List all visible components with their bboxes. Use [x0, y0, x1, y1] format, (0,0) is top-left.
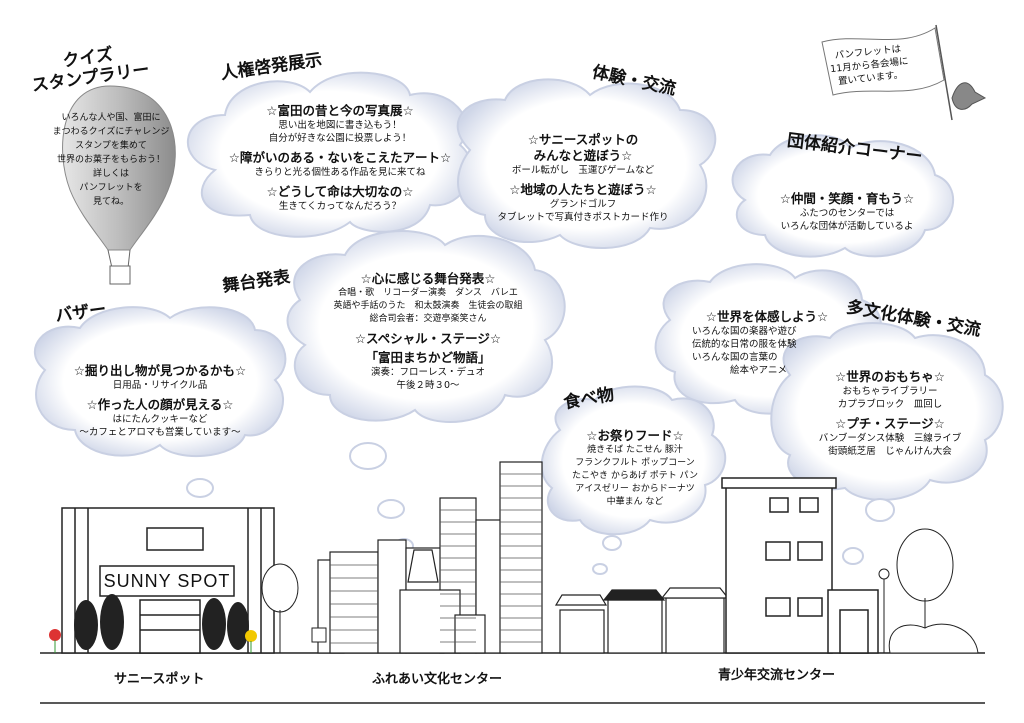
flag-note: パンフレットは 11月から各会場に 置いています。 [829, 43, 909, 88]
bazaar-detail-2: はにたんクッキーなど ～カフェとアロマも営業しています～ [79, 414, 241, 438]
butai-content: ☆心に感じる舞台発表☆ 合唱・歌 リコーダー演奏 ダンス バレエ 英語や手話のう… [318, 268, 538, 392]
cloud-jinken [187, 71, 473, 238]
jinken-detail-2: きらりと光る個性ある作品を見に来てね [254, 167, 426, 178]
taiken-heading-1: ☆サニースポットの みんなと遊ぼう☆ [527, 132, 639, 163]
taiken-detail-1: ボール転がし 玉運びゲームなど [511, 165, 655, 176]
taiken-detail-2: グランドゴルフ タブレットで写真付きポストカード作り [497, 199, 669, 223]
butai-heading-1: ☆心に感じる舞台発表☆ [360, 271, 496, 286]
street-lamp-icon [878, 568, 890, 653]
taiken-heading-2: ☆地域の人たちと遊ぼう☆ [509, 182, 657, 197]
butai-detail-2: 演奏：フローレス・デュオ 午後２時３0～ [370, 367, 485, 391]
location-sunny-spot: サニースポット [114, 672, 205, 687]
food-stalls [554, 587, 730, 654]
tulip-icon [49, 629, 61, 653]
dantai-detail-1: ふたつのセンターでは いろんな団体が活動しているよ [780, 208, 914, 232]
trees-sunny [74, 594, 249, 650]
facade-grid [330, 473, 542, 644]
taiken-content: ☆サニースポットの みんなと遊ぼう☆ ボール転がし 玉運びゲームなど ☆地域の人… [478, 132, 688, 224]
tabunka-detail-1: おもちゃライブラリー カプラブロック 皿回し [837, 386, 943, 410]
dantai-heading-1: ☆仲間・笑顔・育もう☆ [779, 191, 915, 206]
fureai-center-building [317, 461, 543, 654]
jinken-content: ☆富田の昔と今の写真展☆ 思い出を地図に書き込もう！ 自分が好きな公園に投票しよ… [220, 100, 460, 213]
tabemono-heading-1: ☆お祭りフード☆ [586, 428, 684, 443]
jinken-heading-2: ☆障がいのある・ないをこえたアート☆ [228, 150, 452, 165]
location-seishonen-center: 青少年交流センター [718, 668, 836, 683]
tabunka-detail-2: バンブーダンス体験 三線ライブ 街頭紙芝居 じゃんけん大会 [818, 433, 962, 457]
cloud-tabemono [540, 385, 727, 536]
butai-detail-1: 合唱・歌 リコーダー演奏 ダンス バレエ 英語や手話のうた 和太鼓演奏 生徒会の… [333, 288, 523, 324]
jinken-detail-3: 生きてくカってなんだろう？ [278, 201, 402, 212]
sunflower-icon [245, 630, 257, 653]
cloud-tabunka [770, 322, 1004, 501]
jinken-detail-1: 思い出を地図に書き込もう！ 自分が好きな公園に投票しよう！ [268, 120, 412, 144]
jinken-heading-3: ☆どうして命は大切なの☆ [266, 184, 414, 199]
flag-icon [821, 24, 953, 121]
balloon-text: いろんな人や国、富田に まつわるクイズにチャレンジ スタンプを集めて 世界のお菓… [52, 113, 170, 207]
location-fureai-center: ふれあい文化センター [372, 672, 503, 687]
tree-right-sunny [261, 563, 299, 653]
tabunka-heading-1: ☆世界のおもちゃ☆ [835, 369, 945, 384]
cloud-butai [286, 230, 566, 423]
sunny-spot-sign: SUNNY SPOT [103, 571, 231, 591]
sekai-content: ☆世界を体感しよう☆ いろんな国の楽器や遊び 伝統的な日常の服を体験 いろんな国… [682, 306, 852, 377]
tabunka-heading-2: ☆プチ・ステージ☆ [835, 416, 945, 431]
cloud-bazaar [33, 306, 287, 458]
hot-air-balloon-icon [62, 85, 176, 285]
bazaar-heading-1: ☆掘り出し物が見つかるかも☆ [73, 363, 247, 378]
cloud-dantai [731, 134, 954, 258]
tabemono-detail-1: 焼きそば たこせん 豚汁 フランクフルト ポップコーン たこやき からあげ ポテ… [571, 445, 699, 507]
sekai-detail-1: いろんな国の楽器や遊び 伝統的な日常の服を体験 いろんな国の言葉の 絵本やアニメ [692, 326, 797, 376]
bazaar-heading-2: ☆作った人の顔が見える☆ [86, 397, 234, 412]
tabemono-content: ☆お祭りフード☆ 焼きそば たこせん 豚汁 フランクフルト ポップコーン たこや… [555, 425, 715, 509]
cloud-taiken [456, 78, 717, 250]
sekai-heading-1: ☆世界を体感しよう☆ [705, 309, 829, 324]
tabunka-content: ☆世界のおもちゃ☆ おもちゃライブラリー カプラブロック 皿回し ☆プチ・ステー… [795, 366, 985, 458]
jinken-heading-1: ☆富田の昔と今の写真展☆ [266, 103, 414, 118]
tree-right [888, 528, 979, 654]
bazaar-detail-1: 日用品・リサイクル品 [112, 380, 208, 391]
dantai-content: ☆仲間・笑顔・育もう☆ ふたつのセンターでは いろんな団体が活動しているよ [752, 188, 942, 233]
bird-icon [951, 82, 987, 110]
seishonen-center-building [721, 477, 879, 654]
butai-heading-3: 「富田まちかど物語」 [365, 350, 491, 365]
post-box-icon [311, 627, 327, 643]
bazaar-content: ☆掘り出し物が見つかるかも☆ 日用品・リサイクル品 ☆作った人の顔が見える☆ は… [50, 360, 270, 439]
butai-heading-2: ☆スペシャル・ステージ☆ [354, 331, 502, 346]
